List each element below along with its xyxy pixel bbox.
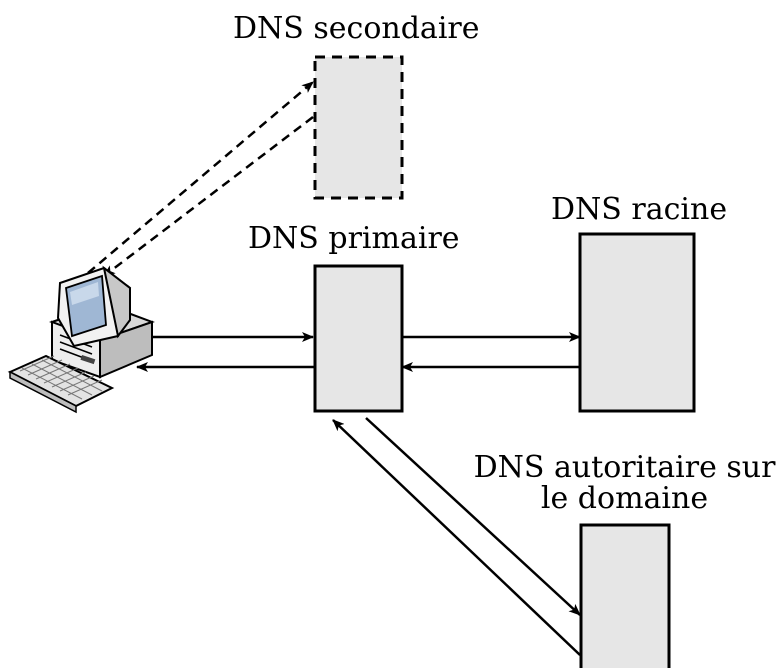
primary-dns-box [313,264,404,413]
authoritative-to-primary-arrow [332,419,581,656]
client-to-secondary-arrow [87,81,314,274]
primary-dns-label: DNS primaire [248,221,460,256]
primary-to-authoritative-arrow [365,417,581,616]
authoritative-dns-box [579,523,671,668]
root-dns-label: DNS racine [551,192,728,227]
desktop-computer-icon [7,265,155,414]
root-dns-box [578,232,696,413]
authoritative-dns-label-line2: le domaine [540,481,709,516]
authoritative-dns-label-line1: DNS autoritaire sur [473,450,776,485]
secondary-to-client-arrow [103,116,314,277]
secondary-dns-box [313,55,404,200]
secondary-dns-label: DNS secondaire [233,11,480,46]
